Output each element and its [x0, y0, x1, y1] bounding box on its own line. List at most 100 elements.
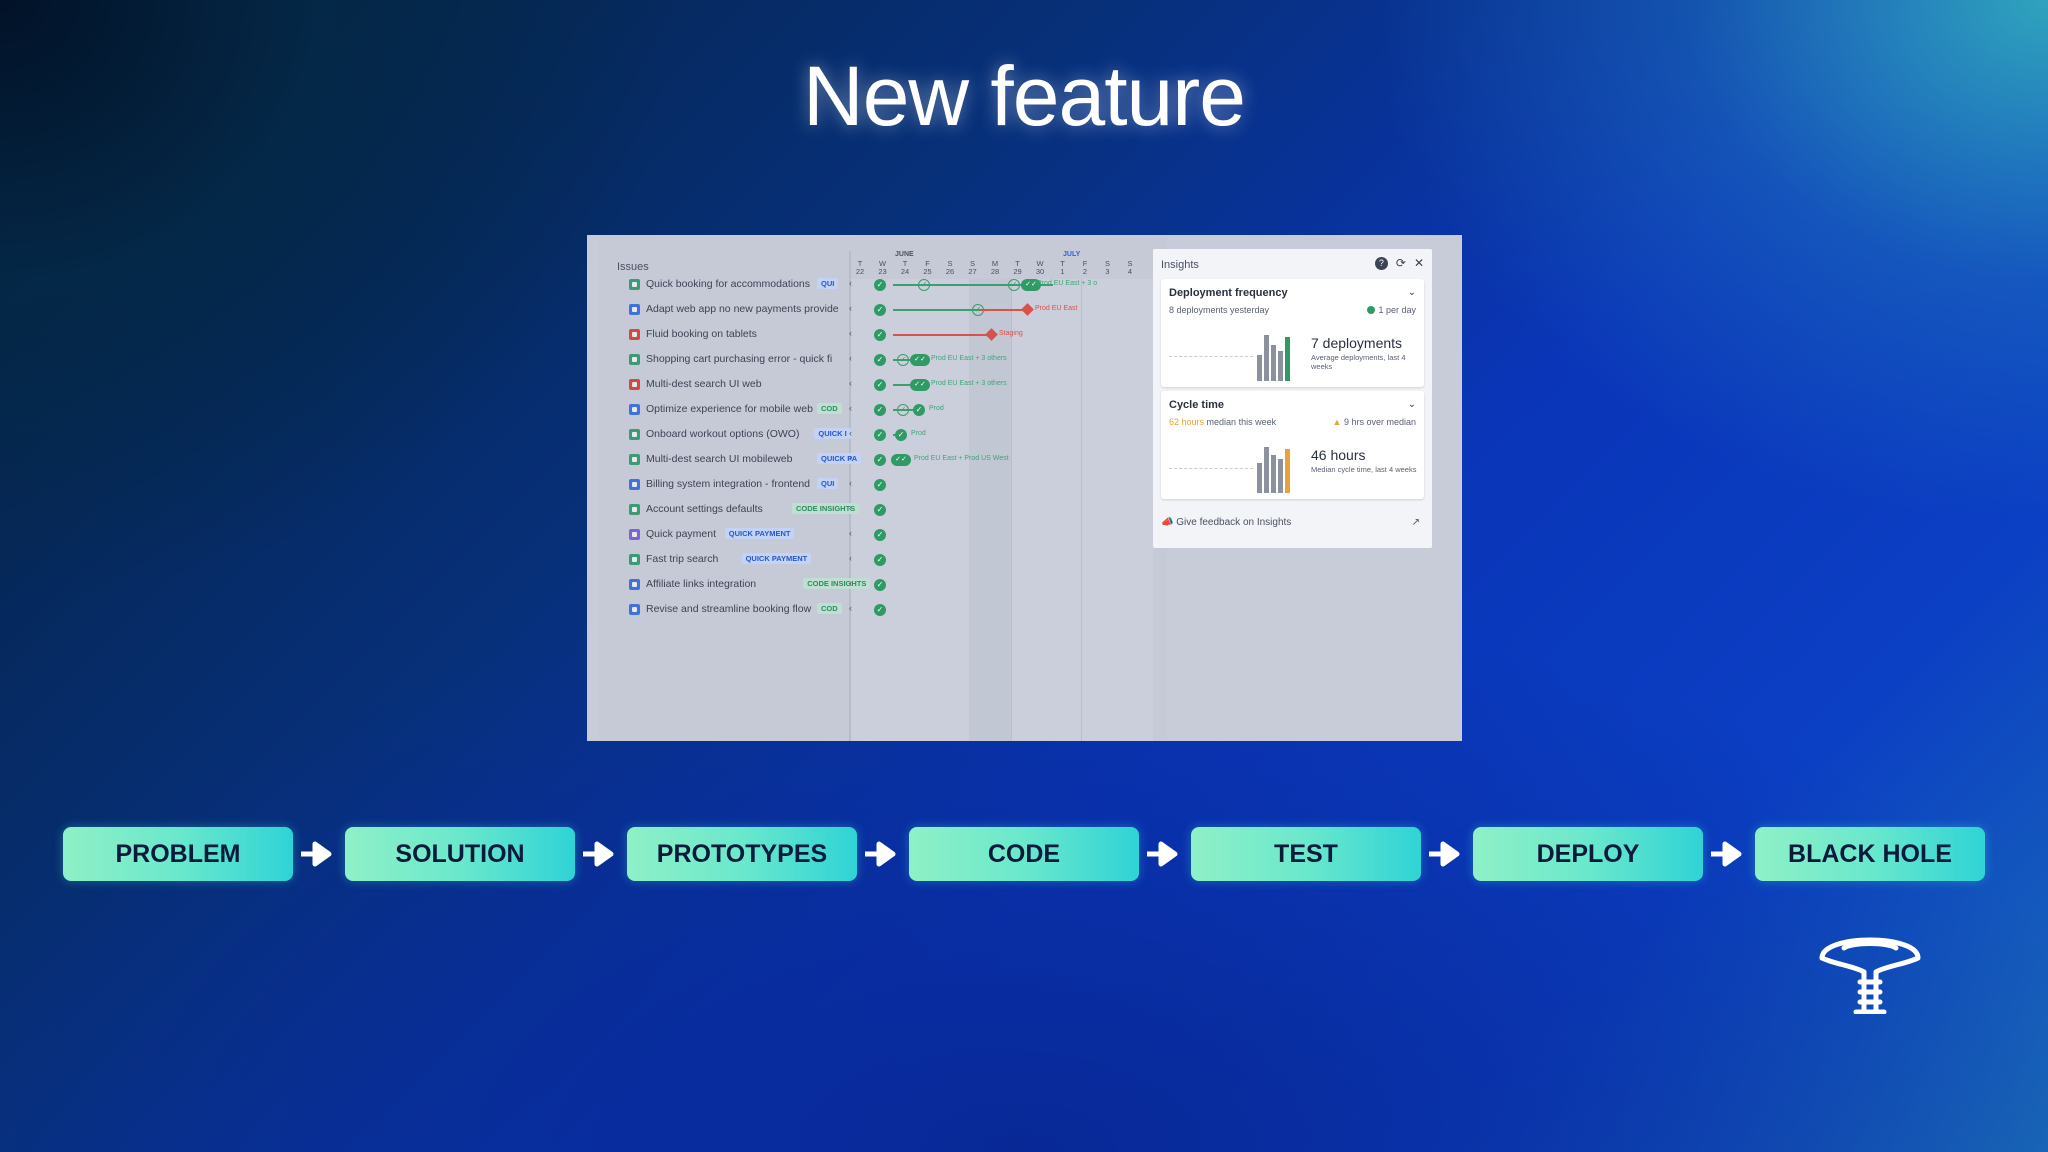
- issue-title[interactable]: Quick payment: [646, 528, 717, 540]
- issue-title[interactable]: Affiliate links integration: [646, 578, 757, 590]
- date-label: 22: [855, 267, 865, 276]
- subtask-icon: [629, 579, 640, 590]
- deployed-check-icon: ✓: [895, 429, 907, 441]
- chevron-left-icon[interactable]: ‹: [849, 503, 852, 513]
- arrow-right-icon: [583, 841, 614, 867]
- feedback-link[interactable]: 📣 Give feedback on Insights: [1161, 517, 1292, 528]
- pipeline-step-problem: PROBLEM: [63, 827, 293, 881]
- issue-title[interactable]: Adapt web app no new payments provide: [646, 303, 839, 315]
- task-icon: [629, 479, 640, 490]
- issue-row[interactable]: Onboard workout options (OWO)QUICK I‹✓✓P…: [617, 423, 1167, 447]
- story-icon: [629, 279, 640, 290]
- chevron-down-icon[interactable]: ⌄: [1407, 287, 1416, 298]
- chevron-left-icon[interactable]: ‹: [849, 453, 852, 463]
- bar-current: [1285, 337, 1290, 381]
- timeline-bar: [893, 284, 1053, 286]
- chevron-left-icon[interactable]: ‹: [849, 403, 852, 413]
- deployment-frequency-card[interactable]: Deployment frequency ⌄ 8 deployments yes…: [1161, 279, 1424, 387]
- date-label: 1: [1060, 267, 1065, 276]
- issue-title[interactable]: Quick booking for accommodations: [646, 278, 810, 290]
- issue-title[interactable]: Fast trip search: [646, 553, 719, 565]
- issue-title[interactable]: Optimize experience for mobile web: [646, 403, 813, 415]
- deployments-value: 7 deployments: [1311, 335, 1403, 351]
- weekday-label: F: [1082, 259, 1088, 268]
- issue-title[interactable]: Fluid booking on tablets: [646, 328, 757, 340]
- close-icon[interactable]: ✕: [1413, 256, 1424, 270]
- chevron-left-icon[interactable]: ‹: [849, 578, 852, 588]
- bar: [1271, 345, 1276, 381]
- deployment-rate: 1 per day: [1367, 305, 1416, 315]
- external-link-icon[interactable]: ↗: [1411, 517, 1420, 528]
- cycle-time-title: Cycle time: [1169, 399, 1225, 411]
- refresh-icon[interactable]: ⟳: [1395, 256, 1406, 270]
- chevron-left-icon[interactable]: ‹: [849, 428, 852, 438]
- insights-panel: Insights ? ⟳ ✕ Deployment frequency ⌄ 8 …: [1153, 249, 1432, 548]
- epic-icon: [629, 529, 640, 540]
- story-icon: [629, 504, 640, 515]
- issue-title[interactable]: Account settings defaults: [646, 503, 763, 515]
- chevron-left-icon[interactable]: ‹: [849, 528, 852, 538]
- issue-title[interactable]: Onboard workout options (OWO): [646, 428, 800, 440]
- issue-row[interactable]: Adapt web app no new payments provide‹✓✓…: [617, 298, 1167, 322]
- chevron-left-icon[interactable]: ‹: [849, 278, 852, 288]
- task-icon: [629, 404, 640, 415]
- status-check-icon: ✓: [874, 354, 886, 366]
- chevron-down-icon[interactable]: ⌄: [1407, 399, 1416, 410]
- issue-row[interactable]: Shopping cart purchasing error - quick f…: [617, 348, 1167, 372]
- bar: [1264, 447, 1269, 493]
- bug-icon: [629, 329, 640, 340]
- issue-tag: QUICK PAYMENT: [724, 528, 795, 539]
- chevron-left-icon[interactable]: ‹: [849, 353, 852, 363]
- chevron-left-icon[interactable]: ‹: [849, 478, 852, 488]
- timeline-divider: [849, 251, 851, 741]
- environment-label: Staging: [999, 330, 1023, 337]
- status-check-icon: ✓: [874, 404, 886, 416]
- deployment-bar-chart: [1257, 333, 1307, 381]
- story-icon: [629, 454, 640, 465]
- chevron-left-icon[interactable]: ‹: [849, 328, 852, 338]
- environment-label: Prod EU East + 3 others: [931, 380, 1007, 387]
- status-check-icon: ✓: [874, 454, 886, 466]
- bar: [1278, 459, 1283, 493]
- task-icon: [629, 604, 640, 615]
- issue-row[interactable]: Multi-dest search UI web‹✓✓✓Prod EU East…: [617, 373, 1167, 397]
- bar: [1257, 355, 1262, 381]
- issue-title[interactable]: Shopping cart purchasing error - quick f…: [646, 353, 833, 365]
- issue-title[interactable]: Billing system integration - frontend: [646, 478, 810, 490]
- arrow-right-icon: [865, 841, 896, 867]
- issue-title[interactable]: Multi-dest search UI mobileweb: [646, 453, 793, 465]
- issue-title[interactable]: Revise and streamline booking flow: [646, 603, 812, 615]
- issue-row[interactable]: Fluid booking on tablets‹✓Staging: [617, 323, 1167, 347]
- bar: [1257, 463, 1262, 493]
- issue-title[interactable]: Multi-dest search UI web: [646, 378, 762, 390]
- arrow-right-icon: [1429, 841, 1460, 867]
- chevron-left-icon[interactable]: ‹: [849, 553, 852, 563]
- help-icon[interactable]: ?: [1374, 256, 1388, 270]
- status-check-icon: ✓: [874, 579, 886, 591]
- timeline-bar: [893, 309, 993, 311]
- deployment-pill-icon: ✓✓: [910, 379, 930, 391]
- issue-tag: QUICK PAYMENT: [741, 553, 812, 564]
- cycle-time-card[interactable]: Cycle time ⌄ 62 hours median this week ▲…: [1161, 391, 1424, 499]
- pipeline-step-black-hole: BLACK HOLE: [1755, 827, 1985, 881]
- chevron-left-icon[interactable]: ‹: [849, 603, 852, 613]
- chevron-left-icon[interactable]: ‹: [849, 303, 852, 313]
- chevron-left-icon[interactable]: ‹: [849, 378, 852, 388]
- bar-current: [1285, 449, 1290, 493]
